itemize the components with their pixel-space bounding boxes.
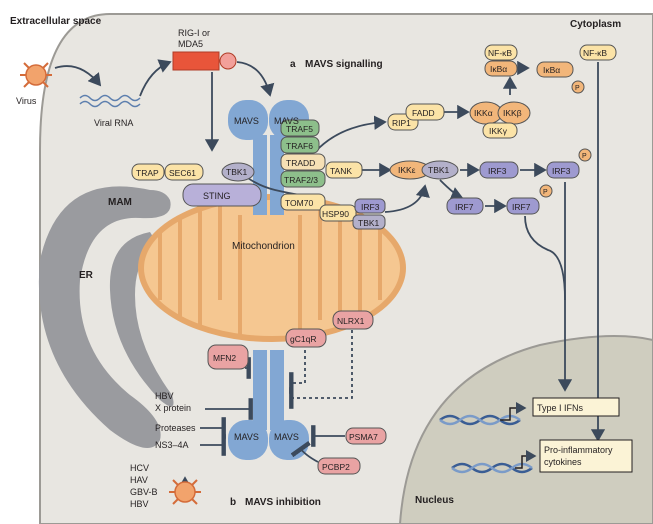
sting-label: STING bbox=[203, 191, 231, 201]
tom70-label: TOM70 bbox=[285, 198, 313, 208]
virus-icon bbox=[20, 62, 52, 88]
x-protein-label: X protein bbox=[155, 403, 191, 413]
irf7-a-label: IRF7 bbox=[455, 202, 474, 212]
rip1-label: RIP1 bbox=[392, 118, 411, 128]
dna-helix-ifn-icon bbox=[439, 402, 527, 426]
phospho-ikba-label: P bbox=[575, 85, 580, 92]
tradd-label: TRADD bbox=[286, 158, 315, 168]
irf7-b-label: IRF7 bbox=[512, 202, 531, 212]
hsp90-label: HSP90 bbox=[322, 209, 349, 219]
mavs-right-label: MAVS bbox=[274, 116, 299, 126]
tbk1-complex-label: TBK1 bbox=[358, 218, 380, 228]
nucleus-label: Nucleus bbox=[415, 495, 454, 506]
psma7-label: PSMA7 bbox=[349, 432, 378, 442]
irf3-complex-label: IRF3 bbox=[361, 202, 380, 212]
fadd-label: FADD bbox=[412, 108, 435, 118]
irf3-b-label: IRF3 bbox=[552, 166, 571, 176]
ikke-label: IKKε bbox=[398, 165, 416, 175]
nucleus bbox=[398, 335, 653, 524]
mavs-bottom-right-label: MAVS bbox=[274, 432, 299, 442]
dna-helix-cytokine-icon bbox=[451, 450, 537, 474]
mam-label: MAM bbox=[108, 197, 132, 208]
hav-label: HAV bbox=[130, 475, 148, 485]
nfkb-label: NF-κB bbox=[488, 48, 512, 58]
ikba-phos-label: IκBα bbox=[543, 65, 560, 75]
hcv-label: HCV bbox=[130, 463, 149, 473]
mitochondrion bbox=[138, 194, 406, 342]
rig-i-mda5-sensor bbox=[172, 51, 237, 71]
mavs-left-label: MAVS bbox=[234, 116, 259, 126]
phospho-irf7-label: P bbox=[543, 189, 548, 196]
panel-a-letter: a bbox=[290, 59, 296, 70]
tank-label: TANK bbox=[330, 166, 352, 176]
trap-label: TRAP bbox=[136, 168, 159, 178]
viral-rna-label: Viral RNA bbox=[94, 118, 133, 128]
hbv-top-label: HBV bbox=[155, 391, 174, 401]
protein-nodes bbox=[131, 44, 633, 475]
sec61-label: SEC61 bbox=[169, 168, 196, 178]
phospho-irf3-label: P bbox=[582, 153, 587, 160]
viral-rna-icon bbox=[79, 94, 141, 108]
endoplasmic-reticulum bbox=[38, 186, 174, 448]
hbv-bottom-label: HBV bbox=[130, 499, 149, 509]
extracellular-space-label: Extracellular space bbox=[10, 16, 102, 27]
ikkg-label: IKKγ bbox=[489, 126, 508, 136]
er-label: ER bbox=[79, 270, 94, 281]
gbv-b-label: GBV-B bbox=[130, 487, 158, 497]
ikba-label: IκBα bbox=[490, 64, 507, 74]
virus-label: Virus bbox=[16, 96, 37, 106]
nlrx1-label: NLRX1 bbox=[337, 316, 365, 326]
rig-i-label: RIG-I or bbox=[178, 28, 210, 38]
cytoplasm-label: Cytoplasm bbox=[570, 19, 621, 30]
ns3-4a-label: NS3–4A bbox=[155, 440, 189, 450]
proteases-label: Proteases bbox=[155, 423, 196, 433]
inhibition-lines bbox=[200, 330, 353, 463]
pcbp2-label: PCBP2 bbox=[322, 462, 350, 472]
tbk1-er-label: TBK1 bbox=[226, 167, 248, 177]
mavs-dimer-bottom bbox=[228, 350, 309, 460]
traf6-label: TRAF6 bbox=[286, 141, 313, 151]
panel-b-title: MAVS inhibition bbox=[245, 497, 321, 508]
mda5-label: MDA5 bbox=[178, 39, 203, 49]
virus-icon-bottom bbox=[169, 479, 201, 505]
mitochondrion-label: Mitochondrion bbox=[232, 241, 295, 252]
type-i-ifn-label: Type I IFNs bbox=[537, 403, 584, 413]
cytokines-label-line1: Pro-inflammatory bbox=[544, 445, 613, 455]
traf23-label: TRAF2/3 bbox=[284, 175, 318, 185]
ikkb-label: IKKβ bbox=[503, 108, 522, 118]
nfkb-free-label: NF-κB bbox=[583, 48, 607, 58]
traf5-label: TRAF5 bbox=[286, 124, 313, 134]
panel-a-title: MAVS signalling bbox=[305, 59, 383, 70]
ikka-label: IKKα bbox=[474, 108, 493, 118]
mavs-bottom-left-label: MAVS bbox=[234, 432, 259, 442]
tbk1-cyto-label: TBK1 bbox=[428, 165, 450, 175]
cytokines-label-line2: cytokines bbox=[544, 457, 582, 467]
mfn2-label: MFN2 bbox=[213, 353, 236, 363]
irf3-a-label: IRF3 bbox=[488, 166, 507, 176]
gc1qr-label: gC1qR bbox=[290, 334, 316, 344]
panel-b-letter: b bbox=[230, 497, 236, 508]
